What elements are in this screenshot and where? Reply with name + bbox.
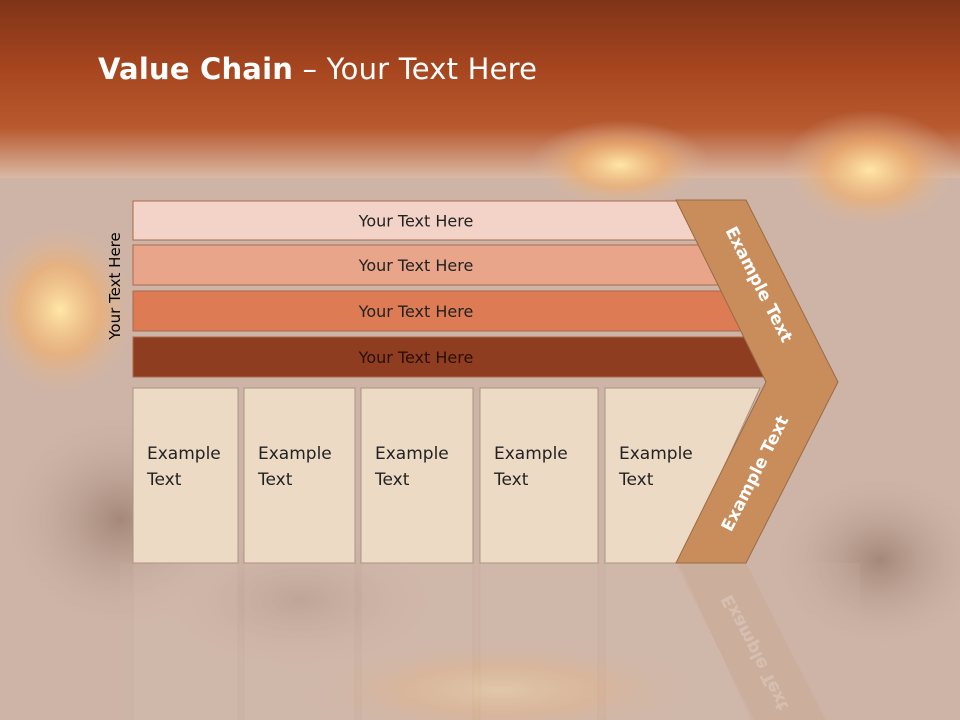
column-line2: Text [374,470,410,490]
primary-columns: ExampleTextExampleTextExampleTextExample… [132,387,761,564]
column-line2: Text [493,470,529,490]
column-box [479,387,599,564]
column-line1: Example [619,444,693,464]
title-rest: – Your Text Here [293,52,538,86]
column-box [243,387,356,564]
bar-label: Your Text Here [358,302,474,321]
bar-label: Your Text Here [358,212,474,231]
slide-title: Value Chain – Your Text Here [98,52,537,86]
reflection-fade [120,563,860,720]
chevron-shape [675,199,839,564]
column-line1: Example [375,444,449,464]
column-line2: Text [146,470,182,490]
column-line1: Example [147,444,221,464]
title-bold: Value Chain [98,52,294,86]
bar-4: Your Text Here [132,336,766,378]
column-box [360,387,474,564]
bar-2: Your Text Here [132,244,720,286]
column-line1: Example [258,444,332,464]
column-line1: Example [494,444,568,464]
reflection-chevron-shape [676,563,826,720]
bar-label: Your Text Here [358,348,474,367]
bar-3: Your Text Here [132,290,743,332]
column-box [132,387,239,564]
column-line2: Text [257,470,293,490]
bar-1: Your Text Here [132,200,697,241]
bar-label: Your Text Here [358,256,474,275]
column-line2: Text [618,470,654,490]
